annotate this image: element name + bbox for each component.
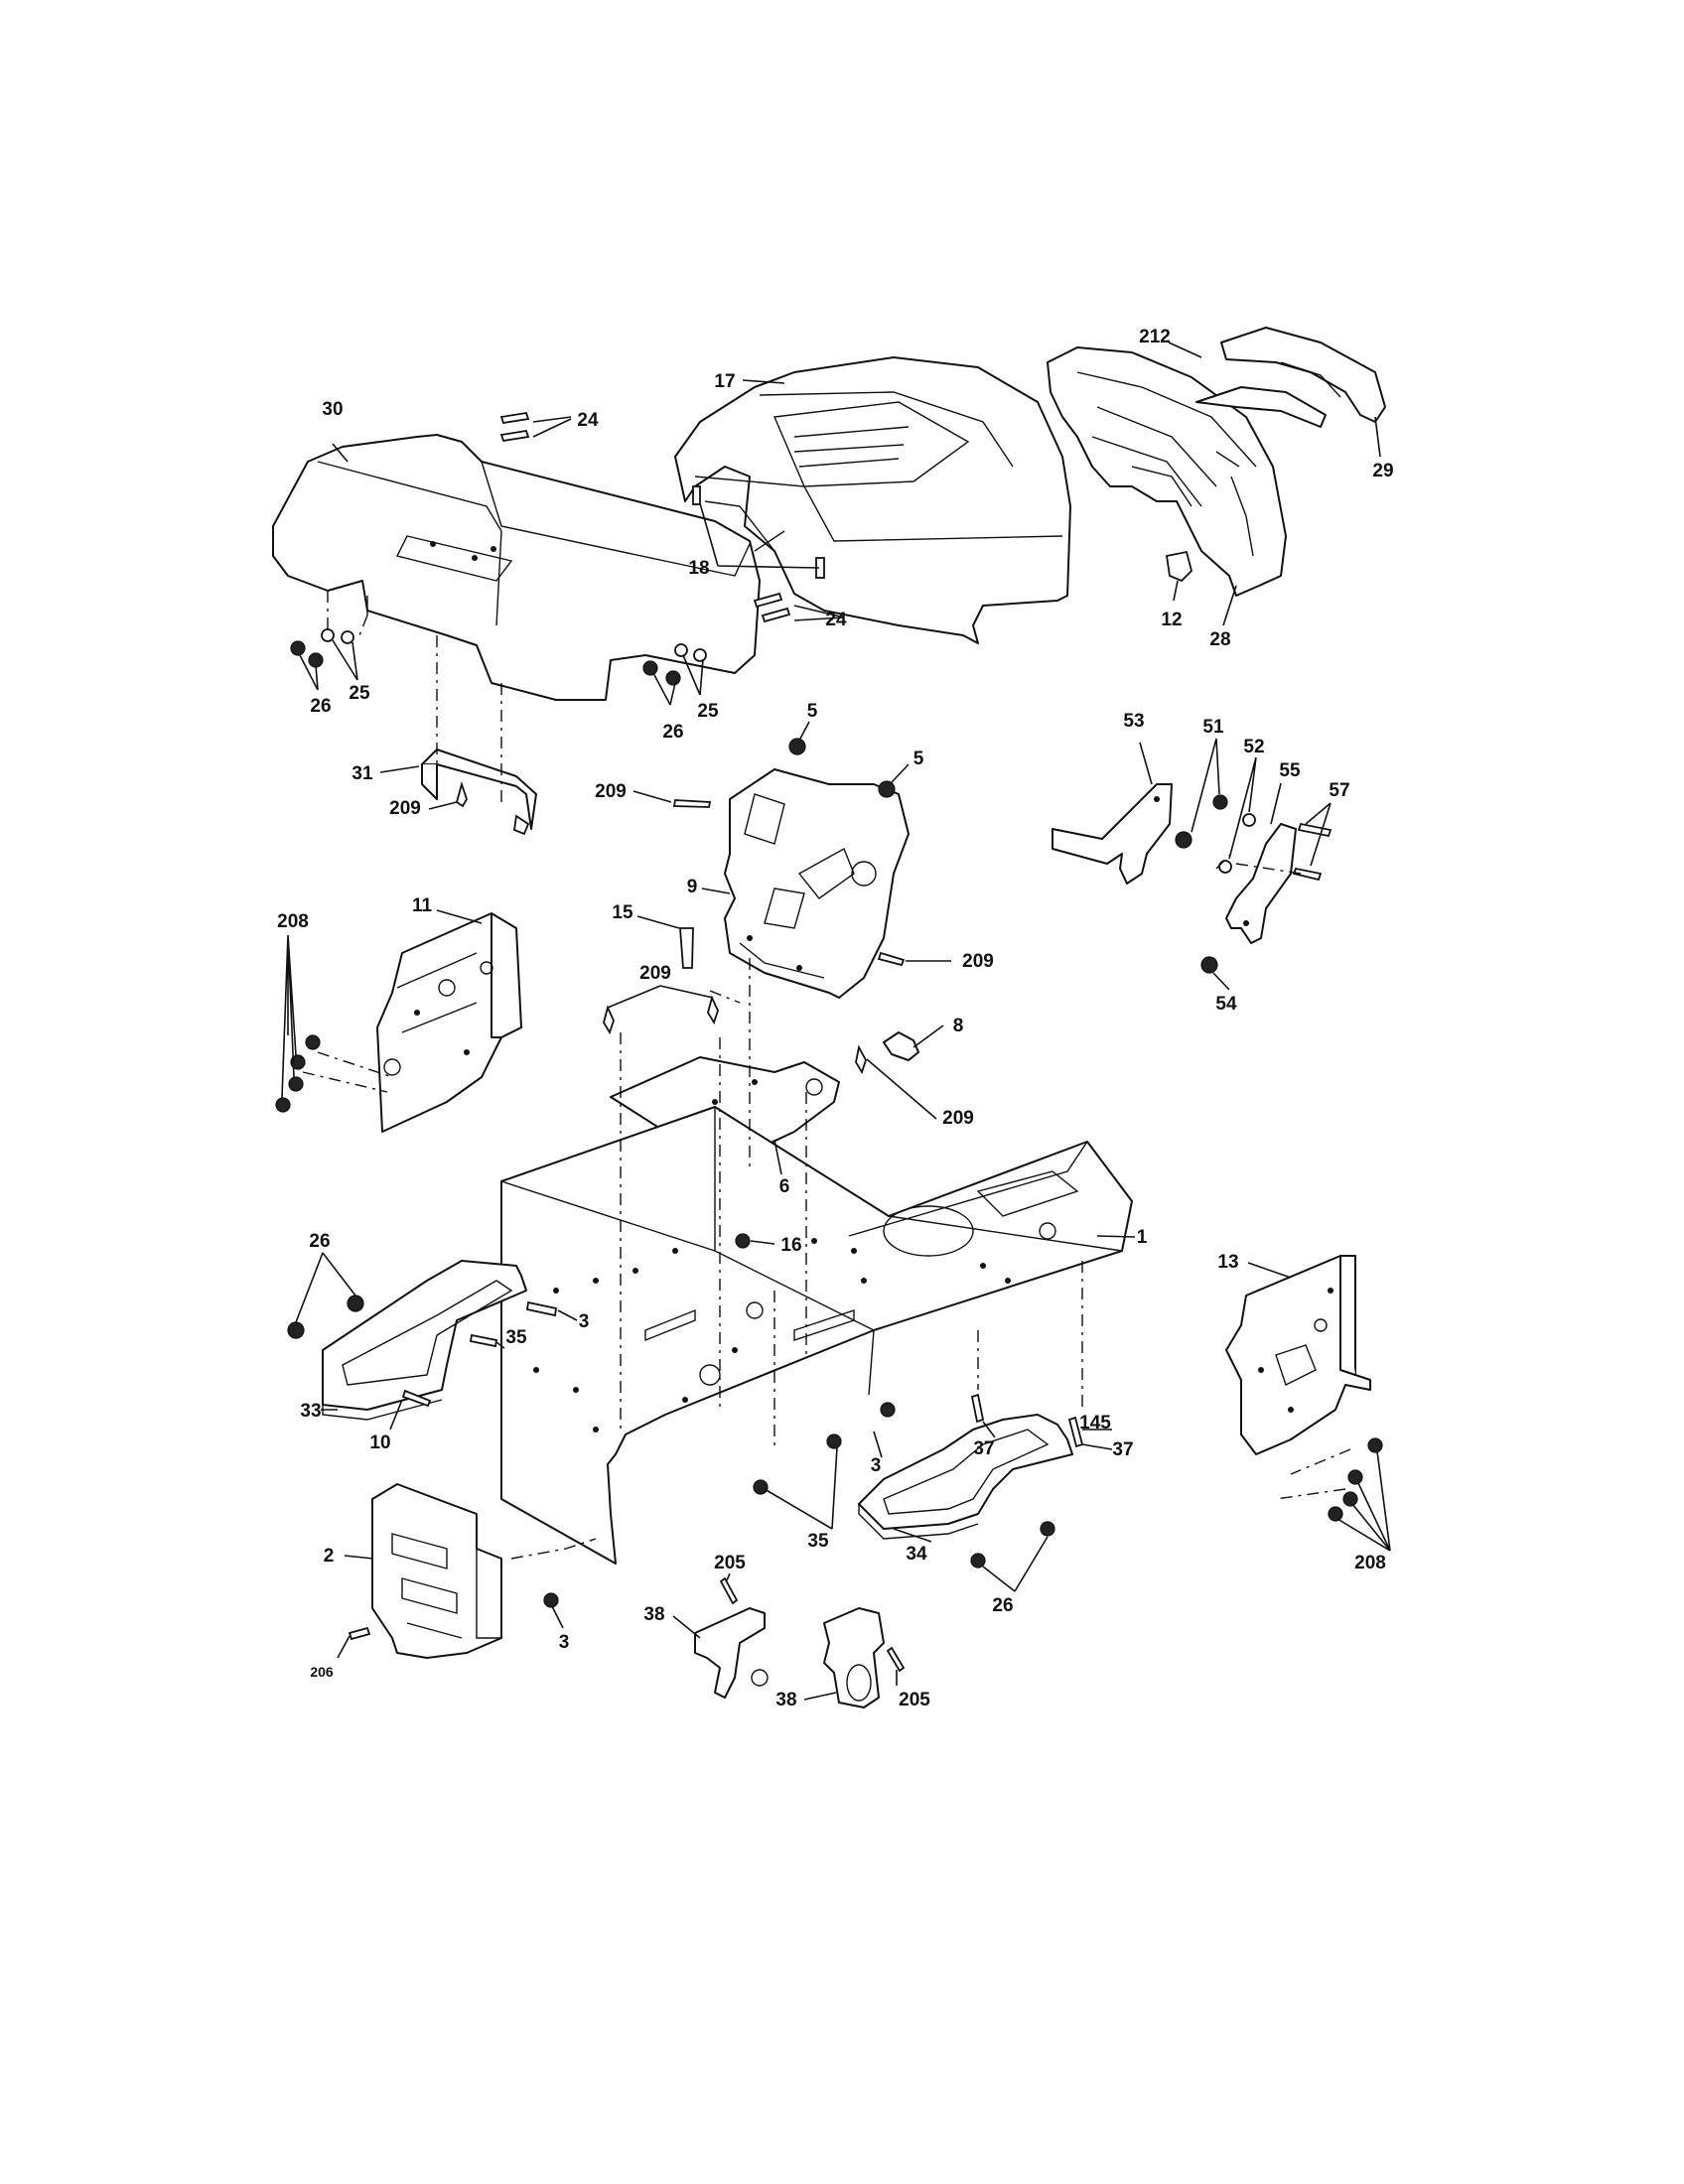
callout-12: 12 (1161, 610, 1182, 630)
fender-part (272, 434, 761, 701)
clip-part (883, 1031, 919, 1061)
callout-37: 37 (1112, 1439, 1133, 1460)
callout-26: 26 (309, 1231, 330, 1252)
hardware-group (275, 411, 1383, 1673)
callout-55: 55 (1279, 760, 1301, 781)
callout-25: 25 (697, 701, 719, 722)
callout-52: 52 (1243, 737, 1264, 757)
callout-26: 26 (992, 1595, 1013, 1616)
callout-29: 29 (1372, 461, 1393, 481)
callout-2: 2 (324, 1546, 335, 1567)
headlight-trim-part (1195, 386, 1327, 428)
callout-3: 3 (871, 1455, 882, 1476)
leader-lines (281, 341, 1391, 1701)
callout-209: 209 (595, 781, 627, 802)
callout-51: 51 (1202, 717, 1224, 738)
footrest-right-part (858, 1414, 1073, 1540)
callout-11: 11 (412, 895, 433, 916)
bracket-55-part (1225, 823, 1297, 944)
callout-18: 18 (688, 558, 709, 579)
callout-209: 209 (389, 798, 421, 819)
callout-30: 30 (322, 399, 343, 420)
right-side-panel-part (1225, 1255, 1371, 1455)
bracket-38-right-part (823, 1607, 885, 1708)
callout-labels: 30 24 17 212 29 18 24 12 28 25 26 25 26 … (277, 327, 1393, 1710)
bracket-53-part (1052, 783, 1173, 885)
bracket-38-left-part (694, 1607, 769, 1699)
callout-8: 8 (953, 1016, 964, 1036)
callout-37: 37 (973, 1438, 994, 1459)
callout-5: 5 (913, 749, 924, 769)
callout-209: 209 (962, 951, 994, 972)
frame-part (500, 1106, 1133, 1565)
callout-24: 24 (577, 410, 599, 431)
callout-35: 35 (807, 1531, 829, 1552)
callout-15: 15 (612, 902, 633, 923)
callout-33: 33 (300, 1401, 321, 1422)
callout-34: 34 (906, 1544, 927, 1565)
assembly-lines (302, 591, 1351, 1560)
left-side-panel-part (376, 912, 522, 1133)
callout-38: 38 (775, 1690, 796, 1710)
callout-26: 26 (662, 722, 683, 743)
callout-54: 54 (1215, 994, 1237, 1015)
callout-13: 13 (1217, 1252, 1238, 1273)
callout-206: 206 (310, 1664, 334, 1680)
callout-205: 205 (714, 1553, 746, 1573)
grille-part (1047, 346, 1287, 597)
callout-3: 3 (579, 1311, 590, 1332)
dash-panel-part (724, 768, 910, 999)
callout-16: 16 (780, 1235, 801, 1256)
callout-31: 31 (351, 763, 373, 784)
headlight-lens-part (1220, 327, 1386, 423)
callout-209: 209 (639, 963, 671, 984)
callout-17: 17 (714, 371, 735, 392)
callout-1: 1 (1137, 1227, 1148, 1248)
callout-208: 208 (277, 911, 309, 932)
callout-38: 38 (643, 1604, 664, 1625)
callout-25: 25 (349, 683, 370, 704)
hood-part (674, 356, 1071, 644)
callout-9: 9 (687, 877, 698, 897)
callout-26: 26 (310, 696, 331, 717)
callout-28: 28 (1209, 629, 1230, 650)
callout-208: 208 (1354, 1553, 1386, 1573)
callout-212: 212 (1139, 327, 1171, 347)
callout-10: 10 (369, 1433, 390, 1453)
callout-205: 205 (899, 1690, 930, 1710)
callout-145: 145 (1079, 1413, 1111, 1433)
bumper-part (1165, 550, 1193, 583)
callout-5: 5 (807, 701, 818, 722)
callout-53: 53 (1123, 711, 1144, 732)
callout-24: 24 (825, 610, 847, 630)
fender-bracket-part (421, 749, 537, 836)
callout-35: 35 (505, 1327, 527, 1348)
callout-6: 6 (779, 1176, 790, 1197)
front-bracket-part (371, 1483, 502, 1659)
callout-57: 57 (1329, 780, 1349, 801)
callout-209: 209 (942, 1108, 974, 1129)
callout-3: 3 (559, 1632, 570, 1653)
